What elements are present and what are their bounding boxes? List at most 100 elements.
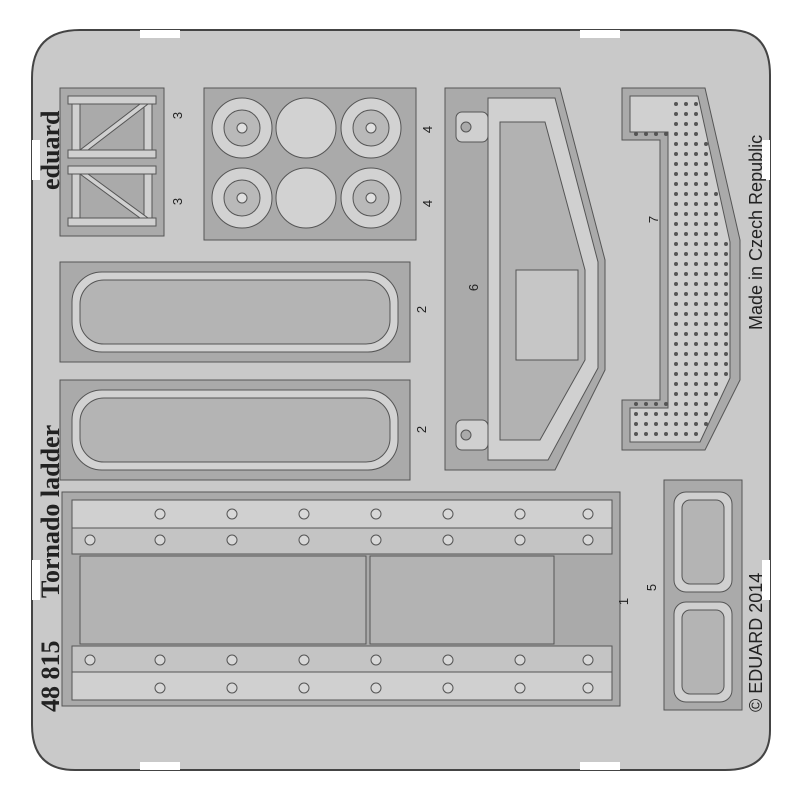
perforation-hole xyxy=(704,232,708,236)
perforation-hole xyxy=(714,262,718,266)
perforation-hole xyxy=(694,142,698,146)
perforation-hole xyxy=(644,132,648,136)
perforation-hole xyxy=(634,132,638,136)
perforation-hole xyxy=(694,322,698,326)
perforation-hole xyxy=(684,122,688,126)
part-1-ladder xyxy=(61,491,621,707)
part-number-3-bottom: 3 xyxy=(170,197,186,206)
perforation-hole xyxy=(704,152,708,156)
rivet-hole xyxy=(154,508,166,520)
perforation-hole xyxy=(694,102,698,106)
perforation-hole xyxy=(714,312,718,316)
rivet-hole xyxy=(154,654,166,666)
perforation-hole xyxy=(674,162,678,166)
rivet-hole xyxy=(582,508,594,520)
perforation-hole xyxy=(694,162,698,166)
perforation-hole xyxy=(674,432,678,436)
perforation-hole xyxy=(684,302,688,306)
perforation-hole xyxy=(684,402,688,406)
part-number-2-top: 2 xyxy=(414,305,430,314)
perforation-hole xyxy=(724,282,728,286)
perforation-hole xyxy=(714,242,718,246)
perforation-hole xyxy=(694,192,698,196)
perforation-hole xyxy=(714,302,718,306)
perforation-hole xyxy=(674,102,678,106)
perforation-hole xyxy=(704,142,708,146)
perforation-hole xyxy=(674,202,678,206)
perforation-hole xyxy=(684,202,688,206)
rivet-hole xyxy=(298,508,310,520)
perforation-hole xyxy=(684,432,688,436)
perforation-hole xyxy=(674,402,678,406)
perforation-hole xyxy=(684,162,688,166)
perforation-hole xyxy=(674,132,678,136)
part-number-3-top: 3 xyxy=(170,111,186,120)
perforation-hole xyxy=(684,342,688,346)
perforation-hole xyxy=(714,292,718,296)
perforation-hole xyxy=(724,342,728,346)
perforation-hole xyxy=(684,382,688,386)
perforation-hole xyxy=(694,332,698,336)
perforation-hole xyxy=(674,242,678,246)
perforation-hole xyxy=(694,382,698,386)
perforation-hole xyxy=(724,242,728,246)
brand-logo-text: eduard xyxy=(36,110,65,190)
part-number-4-bottom: 4 xyxy=(420,199,436,208)
perforation-hole xyxy=(704,362,708,366)
perforation-hole xyxy=(714,362,718,366)
perforation-hole xyxy=(674,352,678,356)
part-6-frame xyxy=(444,87,606,471)
perforation-hole xyxy=(674,112,678,116)
perforation-hole xyxy=(684,192,688,196)
perforation-hole xyxy=(704,352,708,356)
part-7-plate xyxy=(621,87,741,451)
perforation-hole xyxy=(724,312,728,316)
perforation-hole xyxy=(634,432,638,436)
perforation-hole xyxy=(664,422,668,426)
perforation-hole xyxy=(724,372,728,376)
perforation-hole xyxy=(664,132,668,136)
perforation-hole xyxy=(674,382,678,386)
perforation-hole xyxy=(654,132,658,136)
perforation-hole xyxy=(704,302,708,306)
perforation-hole xyxy=(714,282,718,286)
rivet-hole xyxy=(442,654,454,666)
rivet-hole xyxy=(442,682,454,694)
perforation-hole xyxy=(724,302,728,306)
rivet-hole xyxy=(582,682,594,694)
perforation-hole xyxy=(694,422,698,426)
rivet-hole xyxy=(514,534,526,546)
perforation-hole xyxy=(684,232,688,236)
perforation-hole xyxy=(714,332,718,336)
perforation-hole xyxy=(714,392,718,396)
perforation-hole xyxy=(684,282,688,286)
perforation-hole xyxy=(674,282,678,286)
perforation-hole xyxy=(684,212,688,216)
rivet-hole xyxy=(370,508,382,520)
perforation-hole xyxy=(714,322,718,326)
perforation-hole xyxy=(694,222,698,226)
perforation-hole xyxy=(694,272,698,276)
perforation-hole xyxy=(674,222,678,226)
perforation-hole xyxy=(714,202,718,206)
perforation-hole xyxy=(684,102,688,106)
perforation-hole xyxy=(674,262,678,266)
perforation-hole xyxy=(724,252,728,256)
perforation-hole xyxy=(674,312,678,316)
perforation-hole xyxy=(694,342,698,346)
perforation-hole xyxy=(684,262,688,266)
perforation-hole xyxy=(704,282,708,286)
perforation-hole xyxy=(684,252,688,256)
product-title: Tornado ladder xyxy=(36,424,65,598)
perforation-hole xyxy=(694,172,698,176)
perforation-hole xyxy=(704,382,708,386)
perforation-hole xyxy=(704,162,708,166)
part-2-frame-bottom xyxy=(59,379,411,481)
copyright-text: © EDUARD 2014 xyxy=(746,572,766,712)
perforation-hole xyxy=(694,392,698,396)
perforation-hole xyxy=(644,432,648,436)
perforation-hole xyxy=(704,172,708,176)
rivet-hole xyxy=(154,534,166,546)
perforation-hole xyxy=(724,362,728,366)
perforation-hole xyxy=(634,412,638,416)
